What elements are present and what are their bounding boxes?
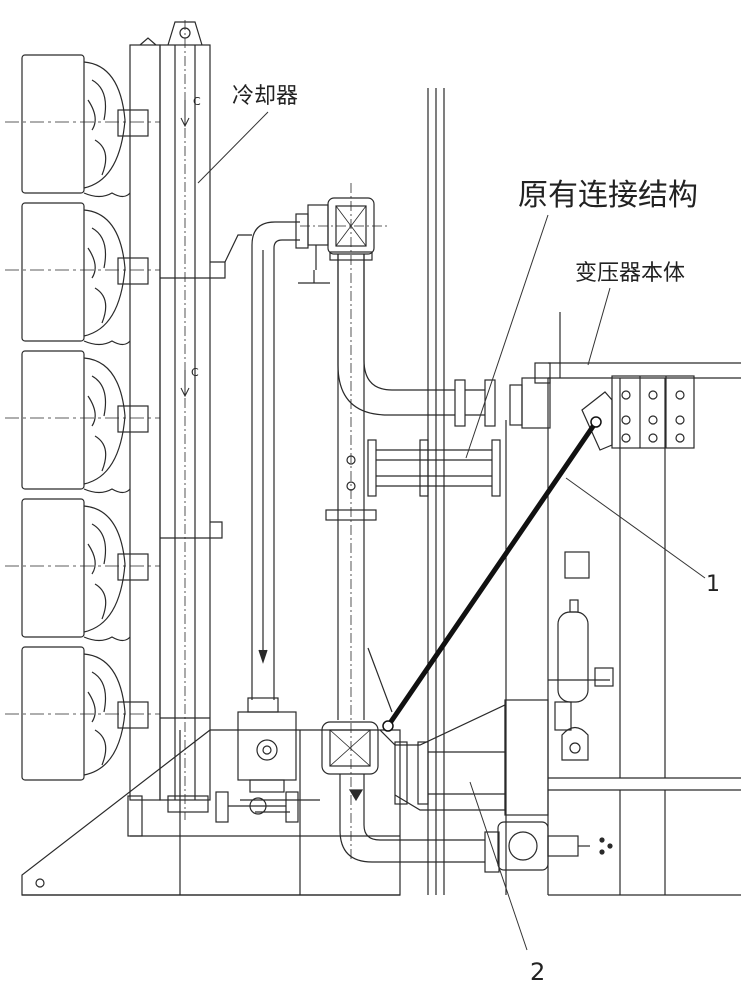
label-part-1: 1 bbox=[706, 572, 720, 597]
label-original-connection: 原有连接结构 bbox=[518, 178, 698, 213]
fan-unit bbox=[21, 54, 149, 194]
transition-piece bbox=[367, 647, 549, 873]
base-frame bbox=[21, 729, 401, 896]
fan-centerlines bbox=[5, 121, 160, 715]
fan-unit bbox=[21, 646, 149, 781]
fan-unit bbox=[21, 498, 149, 638]
leader-lines bbox=[197, 111, 706, 951]
fan-units bbox=[21, 54, 149, 781]
transformer-body bbox=[497, 312, 741, 896]
return-pipe bbox=[224, 213, 309, 700]
vertical-rails bbox=[427, 88, 507, 895]
label-transformer-body: 变压器本体 bbox=[575, 261, 686, 286]
fan-unit bbox=[21, 350, 149, 490]
upper-valve bbox=[298, 197, 375, 284]
original-connection-structure bbox=[367, 377, 551, 497]
lower-valve bbox=[321, 721, 485, 863]
main-pipe bbox=[325, 251, 455, 720]
lower-pump bbox=[215, 697, 320, 823]
connection-rod bbox=[382, 416, 602, 732]
flow-mark: C bbox=[191, 366, 199, 379]
flow-mark: C bbox=[193, 95, 201, 108]
label-part-2: 2 bbox=[530, 958, 546, 986]
fan-unit bbox=[21, 202, 149, 342]
label-cooler: 冷却器 bbox=[232, 84, 299, 109]
